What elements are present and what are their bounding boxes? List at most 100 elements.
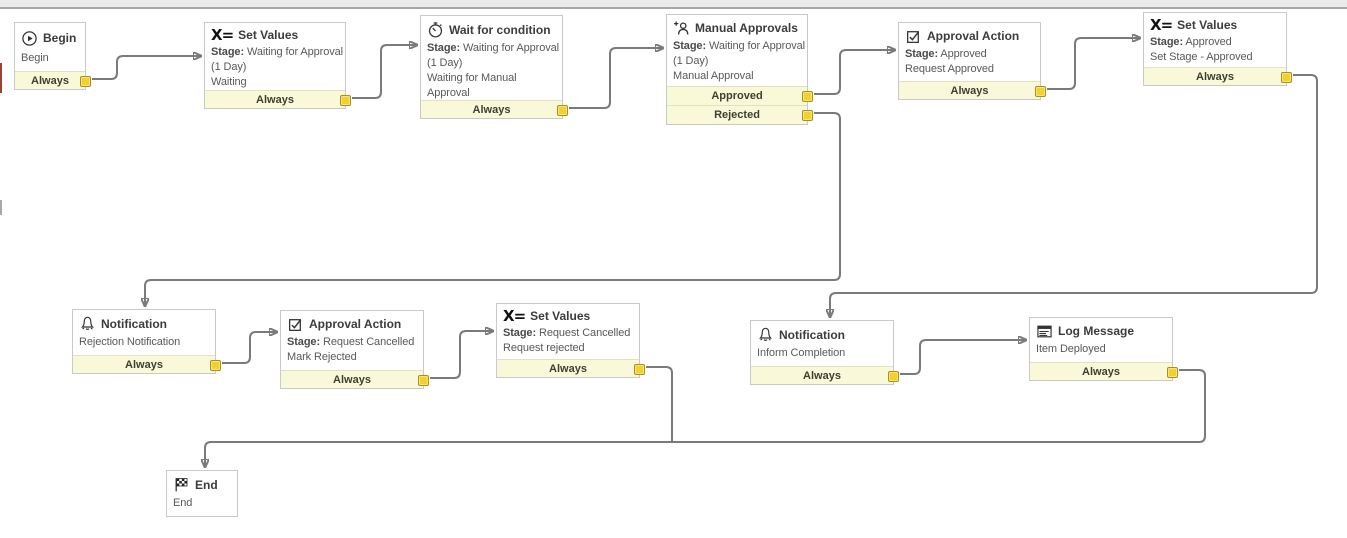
transition-rejected[interactable]: Rejected [667, 105, 813, 124]
set-values-icon: X= [503, 306, 526, 325]
node-notification-rejection[interactable]: Notification Rejection Notification Alwa… [72, 309, 221, 374]
output-port-rejected[interactable] [802, 110, 813, 121]
connector-set-values-1-to-wait[interactable] [352, 45, 417, 99]
transition-label: Always [31, 74, 69, 87]
transition-approved[interactable]: Approved [667, 86, 813, 105]
node-detail: Mark Rejected [287, 351, 357, 363]
node-stage: Stage: Approved [905, 48, 987, 60]
canvas-top-border [0, 0, 1347, 9]
output-port[interactable] [1035, 85, 1046, 97]
transition-label: Always [549, 362, 587, 375]
transition-label: Approved [711, 90, 763, 102]
output-port[interactable] [418, 374, 429, 386]
node-title: Notification [779, 327, 845, 342]
connector-rejected-to-notification-rejection[interactable] [145, 112, 841, 306]
node-title: Set Values [530, 309, 591, 323]
node-set-values-1[interactable]: X= Set Values Stage: Waiting for Approva… [204, 22, 351, 109]
output-port[interactable] [557, 104, 568, 116]
transition-always[interactable]: Always [15, 71, 91, 89]
transition-always[interactable]: Always [899, 81, 1046, 99]
node-title: Wait for condition [449, 22, 551, 37]
output-port[interactable] [210, 359, 221, 371]
node-stage: Stage: Request Cancelled [503, 327, 631, 339]
node-title: Notification [101, 316, 167, 331]
output-port[interactable] [634, 363, 645, 375]
node-title: Set Values [238, 28, 299, 42]
connector-set-values-3-to-end[interactable] [646, 366, 673, 442]
connector-approval-action-1-to-set-values-2[interactable] [1047, 38, 1140, 90]
node-stage: Stage: Approved [1150, 36, 1232, 48]
connector-wait-to-manual-approvals[interactable] [569, 48, 663, 109]
node-detail: Request Approved [905, 63, 994, 75]
node-notification-completion[interactable]: Notification Inform Completion Always [750, 320, 899, 385]
node-set-values-2[interactable]: X= Set Values Stage: Approved Set Stage … [1143, 12, 1292, 86]
output-port[interactable] [80, 75, 91, 87]
node-detail: Manual Approval [673, 70, 754, 82]
node-detail: Waiting [211, 76, 247, 88]
connector-notification-rejection-to-approval-action-2[interactable] [222, 332, 277, 364]
add-user-icon [673, 20, 690, 37]
bell-icon [79, 315, 96, 332]
transition-always[interactable]: Always [751, 366, 899, 384]
play-icon [21, 30, 38, 47]
output-port[interactable] [888, 370, 899, 382]
node-detail: Inform Completion [757, 347, 846, 359]
transition-label: Always [803, 369, 841, 382]
node-detail: Item Deployed [1036, 343, 1106, 355]
set-values-icon: X= [211, 25, 234, 44]
checkbox-icon [905, 28, 922, 45]
node-set-values-3[interactable]: X= Set Values Stage: Request Cancelled R… [496, 303, 645, 378]
output-port[interactable] [1167, 366, 1178, 378]
bell-icon [757, 326, 774, 343]
transition-label: Always [1196, 70, 1234, 83]
output-port-approved[interactable] [802, 91, 813, 102]
node-detail: End [173, 497, 193, 509]
transition-label: Always [256, 93, 294, 106]
log-icon [1036, 323, 1053, 340]
node-detail: Request rejected [503, 342, 585, 354]
transition-always[interactable]: Always [1144, 67, 1292, 85]
node-wait-for-condition[interactable]: Wait for condition Stage: Waiting for Ap… [420, 15, 568, 119]
transition-always[interactable]: Always [1030, 362, 1178, 380]
node-detail: Set Stage - Approved [1150, 51, 1253, 63]
connector-approved-to-approval-action-1[interactable] [814, 50, 895, 95]
canvas-left-marker-gray [0, 200, 2, 215]
connector-begin-to-set-values-1[interactable] [92, 56, 201, 80]
output-port[interactable] [340, 94, 351, 106]
connector-log-message-to-end[interactable] [205, 369, 1206, 467]
transition-label: Always [1082, 365, 1120, 378]
node-title: Manual Approvals [695, 21, 798, 35]
node-title: Begin [43, 31, 77, 45]
node-detail: Rejection Notification [79, 336, 181, 348]
node-stage: Stage: Request Cancelled [287, 336, 415, 348]
transition-always[interactable]: Always [497, 359, 645, 377]
checkered-flag-icon [173, 476, 190, 493]
node-approval-action-1[interactable]: Approval Action Stage: Approved Request … [898, 22, 1046, 100]
transition-always[interactable]: Always [205, 90, 351, 108]
node-stage: Stage: Waiting for Approval (1 Day) [211, 46, 344, 73]
node-detail: Begin [21, 52, 49, 64]
node-end[interactable]: End End [166, 470, 238, 517]
transition-always[interactable]: Always [73, 355, 221, 373]
transition-always[interactable]: Always [281, 370, 429, 388]
transition-label: Always [125, 358, 163, 371]
node-title: Log Message [1058, 324, 1135, 338]
node-title: Approval Action [927, 29, 1020, 43]
node-log-message[interactable]: Log Message Item Deployed Always [1029, 317, 1178, 381]
output-port[interactable] [1281, 71, 1292, 83]
canvas-left-marker-red [0, 63, 2, 93]
connector-notification-completion-to-log-message[interactable] [900, 340, 1026, 375]
connector-set-values-2-to-notification-completion[interactable] [830, 74, 1318, 317]
node-title: Approval Action [309, 317, 402, 331]
node-stage: Stage: Waiting for Approval (1 Day) [673, 40, 806, 67]
node-begin[interactable]: Begin Begin Always [14, 22, 91, 90]
set-values-icon: X= [1150, 15, 1173, 34]
node-approval-action-2[interactable]: Approval Action Stage: Request Cancelled… [280, 310, 429, 389]
node-title: End [195, 477, 218, 492]
connector-approval-action-2-to-set-values-3[interactable] [430, 331, 493, 379]
node-manual-approvals[interactable]: Manual Approvals Stage: Waiting for Appr… [666, 14, 813, 125]
transition-always[interactable]: Always [421, 100, 568, 118]
checkbox-icon [287, 316, 304, 333]
